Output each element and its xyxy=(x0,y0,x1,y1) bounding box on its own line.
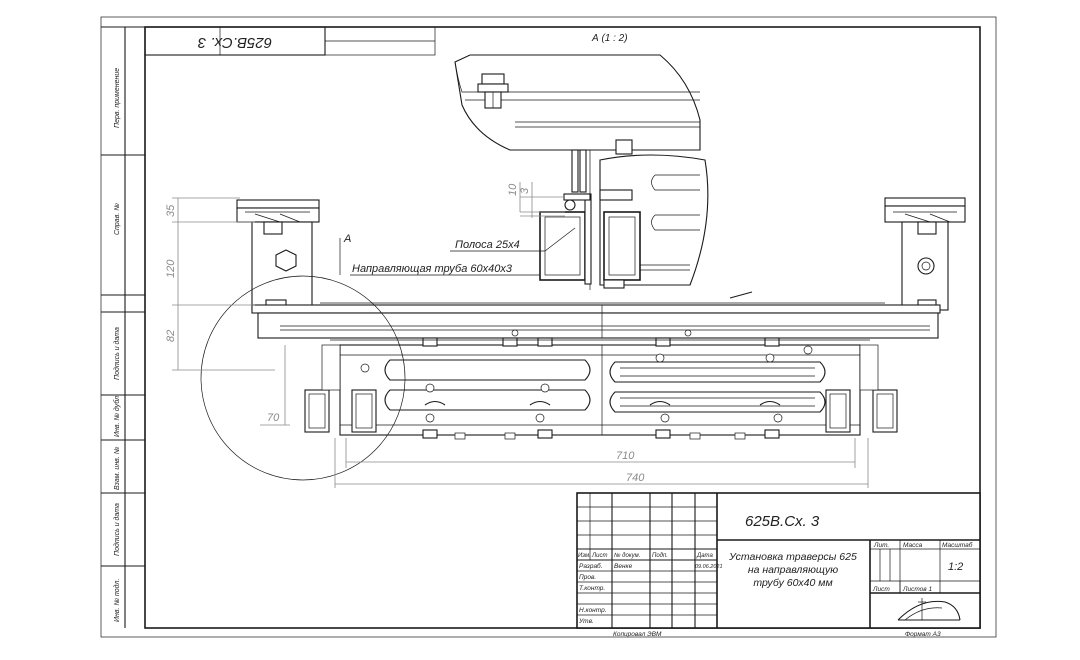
hdr-izm: Изм. xyxy=(578,553,591,559)
title-block-code: 625В.Сх. 3 xyxy=(745,513,820,530)
label-list: Лист xyxy=(872,586,890,593)
callout-strip: Полоса 25х4 xyxy=(455,239,520,251)
detail-view-a: А (1 : 2) xyxy=(350,33,709,290)
stamp-podpis-data-2: Подпись и дата xyxy=(113,503,121,556)
label-tkontr: Т.контр. xyxy=(579,585,605,592)
label-copied: Копировал ЭВМ xyxy=(613,631,662,638)
title-line-2: на направляющую xyxy=(748,564,838,576)
hdr-data: Дата xyxy=(696,553,713,559)
label-razrab: Разраб. xyxy=(579,562,603,570)
side-stamp: Перв. применение Справ. № Подпись и дата… xyxy=(113,68,121,622)
stamp-inv-dubl: Инв. № дубл. xyxy=(113,394,121,437)
title-line-3: трубу 60х40 мм xyxy=(753,577,832,589)
dim-10: 10 xyxy=(507,183,519,196)
company-logo xyxy=(897,598,961,621)
dim-710: 710 xyxy=(616,450,635,462)
title-block-labels: Изм. Лист № докум. Подп. Дата Разраб. Ве… xyxy=(578,541,973,638)
label-massa: Масса xyxy=(903,542,923,549)
hdr-doc: № докум. xyxy=(614,552,640,559)
razrab-name: Венке xyxy=(614,563,633,570)
dimensions: 35 120 82 70 710 740 xyxy=(165,197,869,488)
dim-120: 120 xyxy=(165,259,177,278)
main-assembly: А xyxy=(200,197,966,481)
dim-82: 82 xyxy=(165,330,177,342)
dim-70: 70 xyxy=(267,412,280,424)
stamp-inv-podl: Инв. № подл. xyxy=(113,579,121,622)
razrab-date: 09.06.2021 xyxy=(695,564,723,570)
stamp-sprav-no: Справ. № xyxy=(114,203,121,235)
title-block xyxy=(576,492,981,629)
title-line-1: Установка траверсы 625 xyxy=(728,551,857,563)
stamp-perv-primen: Перв. применение xyxy=(114,68,121,128)
callout-guide-tube: Направляющая труба 60х40х3 xyxy=(352,263,513,275)
view-label: А (1 : 2) xyxy=(591,33,628,44)
stamp-vzam-inv: Взам. инв. № xyxy=(114,446,121,490)
hdr-podp: Подп. xyxy=(652,553,668,559)
label-prov: Пров. xyxy=(579,574,596,581)
scale-value: 1:2 xyxy=(948,561,963,573)
label-lit: Лит. xyxy=(873,542,889,549)
dim-740: 740 xyxy=(626,472,645,484)
drawing-frame xyxy=(100,16,997,638)
label-listov: Листов 1 xyxy=(902,586,932,593)
dim-35: 35 xyxy=(165,204,177,217)
label-format: Формат А3 xyxy=(905,631,941,638)
rotated-drawing-code: 625В.Сх. 3 xyxy=(197,34,272,51)
section-marker-a: А xyxy=(343,233,351,245)
label-nkontr: Н.контр. xyxy=(579,607,607,614)
stamp-podpis-data-1: Подпись и дата xyxy=(113,327,121,380)
label-masshtab: Масштаб xyxy=(942,541,973,549)
dim-3: 3 xyxy=(519,187,531,194)
label-utv: Утв. xyxy=(578,618,594,625)
hdr-list: Лист xyxy=(591,553,607,559)
